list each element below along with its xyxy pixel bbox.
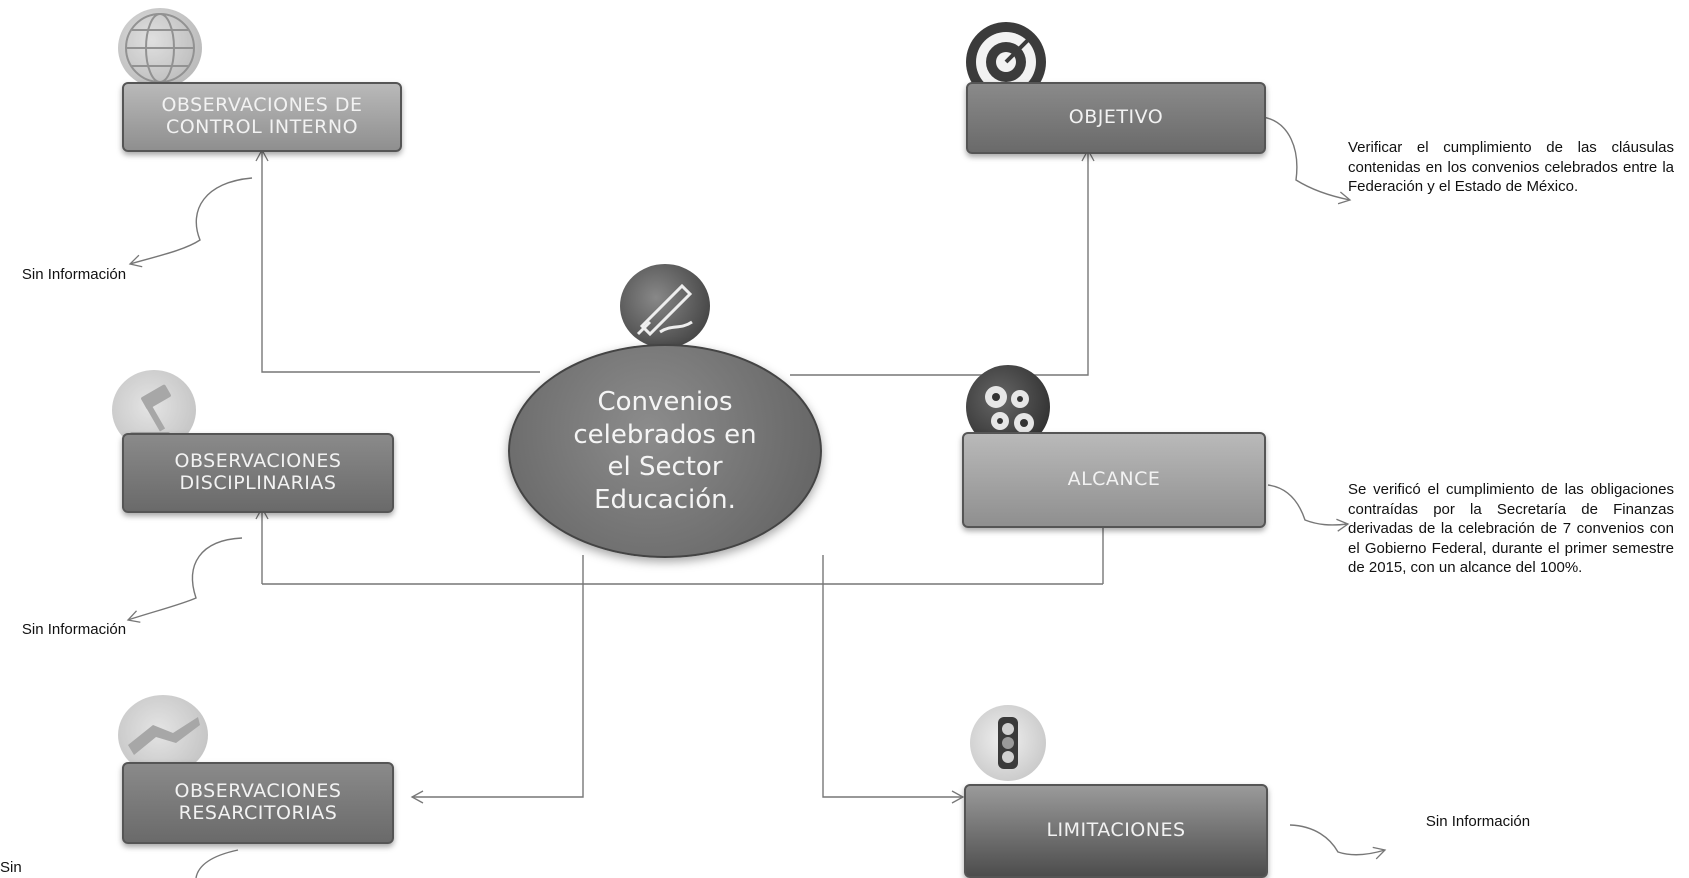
pen-writing-icon bbox=[620, 264, 710, 348]
box-label: OBSERVACIONES DISCIPLINARIAS bbox=[174, 450, 342, 494]
note-resarcitorias: Sin bbox=[0, 859, 22, 876]
box-label: OBSERVACIONES DE CONTROL INTERNO bbox=[161, 94, 363, 138]
curve-limitaciones bbox=[1289, 824, 1387, 860]
note-alcance: Se verificó el cumplimiento de las oblig… bbox=[1348, 481, 1674, 576]
box-label: OBJETIVO bbox=[1068, 106, 1164, 129]
globe-icon bbox=[118, 8, 202, 88]
box-observaciones-disciplinarias: OBSERVACIONES DISCIPLINARIAS bbox=[122, 433, 394, 513]
line-to-objetivo bbox=[790, 148, 1095, 376]
box-label: ALCANCE bbox=[1067, 468, 1161, 491]
box-alcance: ALCANCE bbox=[962, 432, 1266, 528]
box-label: LIMITACIONES bbox=[1046, 819, 1186, 842]
box-observaciones-control-interno: OBSERVACIONES DE CONTROL INTERNO bbox=[122, 82, 402, 152]
handshake-icon bbox=[118, 695, 208, 775]
curve-control-interno bbox=[128, 177, 253, 268]
center-topic-label: Convenios celebrados en el Sector Educac… bbox=[573, 387, 757, 515]
line-to-resarcitorias bbox=[410, 555, 584, 804]
note-control-interno: Sin Información bbox=[21, 266, 127, 283]
line-to-limitaciones bbox=[822, 555, 965, 804]
box-limitaciones: LIMITACIONES bbox=[964, 784, 1268, 878]
curve-disciplinarias bbox=[126, 537, 243, 623]
curve-objetivo bbox=[1262, 116, 1352, 205]
note-objetivo: Verificar el cumplimiento de las cláusul… bbox=[1348, 139, 1674, 195]
traffic-light-icon bbox=[970, 705, 1046, 781]
note-limitaciones: Sin Información bbox=[1425, 813, 1531, 830]
box-label: OBSERVACIONES RESARCITORIAS bbox=[174, 780, 342, 824]
curve-resarcitorias bbox=[195, 849, 239, 878]
note-disciplinarias: Sin Información bbox=[21, 621, 127, 638]
line-to-control-interno bbox=[255, 148, 540, 373]
box-observaciones-resarcitorias: OBSERVACIONES RESARCITORIAS bbox=[122, 762, 394, 844]
box-objetivo: OBJETIVO bbox=[966, 82, 1266, 154]
curve-alcance bbox=[1267, 484, 1350, 532]
center-topic: Convenios celebrados en el Sector Educac… bbox=[508, 344, 822, 558]
